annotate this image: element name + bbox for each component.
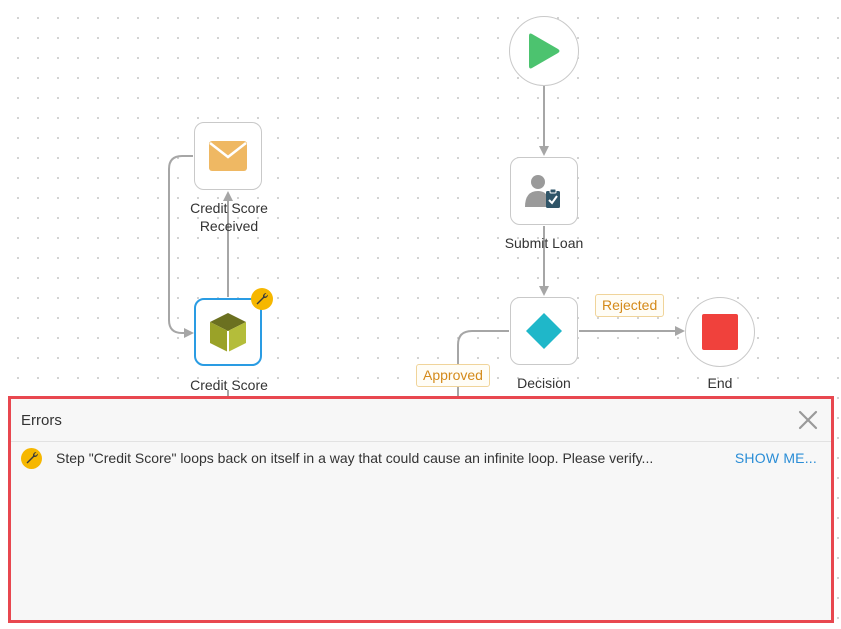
diamond-icon (526, 313, 562, 349)
wrench-icon (256, 292, 269, 305)
wrench-icon (26, 451, 38, 464)
credit-score-received-node[interactable] (194, 122, 262, 190)
end-label: End (707, 375, 733, 391)
edge-label-rejected[interactable]: Rejected (595, 294, 665, 317)
decision-node[interactable] (510, 297, 578, 365)
decision-label: Decision (517, 375, 571, 391)
edge-label-approved[interactable]: Approved (416, 364, 490, 387)
start-node[interactable] (509, 16, 579, 86)
errors-title: Errors (21, 411, 62, 429)
submit-loan-node[interactable] (510, 157, 578, 225)
credit-score-received-label: Credit Score Received (190, 200, 268, 234)
envelope-icon (209, 141, 247, 171)
stop-icon (702, 314, 738, 350)
submit-loan-label: Submit Loan (504, 235, 584, 251)
close-icon[interactable] (797, 409, 819, 431)
edge-decision-approved (457, 330, 509, 396)
credit-score-label: Credit Score (190, 377, 268, 393)
credit-score-node[interactable] (194, 298, 262, 366)
error-warning-badge (21, 447, 42, 469)
errors-panel: Errors Step "Credit Score" loops back on… (8, 396, 834, 623)
error-item[interactable]: Step "Credit Score" loops back on itself… (11, 442, 831, 474)
edge-loop-back (168, 155, 194, 338)
show-me-link[interactable]: SHOW ME... (734, 450, 817, 466)
credit-score-warning-badge[interactable] (251, 288, 273, 310)
error-message: Step "Credit Score" loops back on itself… (56, 450, 654, 466)
cube-icon (210, 313, 246, 352)
play-icon (529, 33, 560, 69)
end-node[interactable] (685, 297, 755, 367)
errors-header: Errors (11, 399, 831, 442)
user-task-icon (525, 175, 560, 208)
